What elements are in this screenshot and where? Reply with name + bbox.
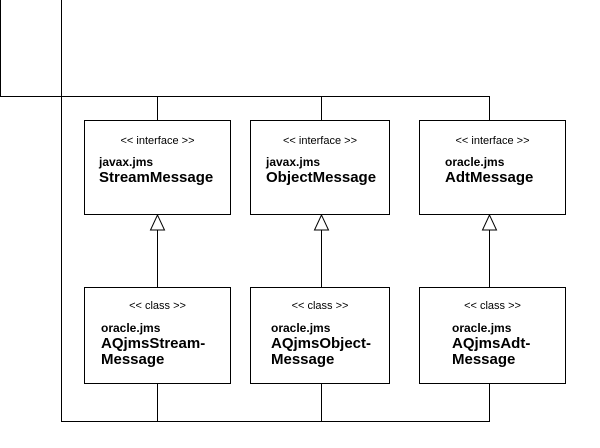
class-box-aqjms-object-message: << class >> oracle.jms AQjmsObject- Mess…	[250, 287, 390, 384]
stereotype-label: << interface >>	[283, 135, 357, 147]
interface-name: ObjectMessage	[266, 169, 377, 186]
class-name-line-2: Message	[271, 351, 335, 368]
impl-arrowhead-3	[481, 213, 498, 231]
class-name-line-2: Message	[101, 351, 165, 368]
stereotype-label: << interface >>	[455, 135, 530, 147]
interface-box-object-message: << interface >> javax.jms ObjectMessage	[250, 120, 390, 215]
interface-name: StreamMessage	[99, 169, 214, 186]
package-label: oracle.jms	[445, 155, 505, 169]
package-label: oracle.jms	[271, 321, 331, 335]
impl-arrowhead-2	[313, 213, 330, 231]
class-box-aqjms-stream-message: << class >> oracle.jms AQjmsStream- Mess…	[84, 287, 231, 384]
interface-box-stream-message: << interface >> javax.jms StreamMessage	[84, 120, 231, 215]
class-name-line-1: AQjmsStream-	[101, 335, 206, 352]
package-label: javax.jms	[266, 155, 321, 169]
interface-name: AdtMessage	[445, 169, 534, 186]
stereotype-label: << class >>	[129, 300, 186, 312]
package-label: javax.jms	[99, 155, 154, 169]
class-box-aqjms-adt-message: << class >> oracle.jms AQjmsAdt- Message	[419, 287, 566, 384]
package-label: oracle.jms	[101, 321, 161, 335]
impl-arrowhead-1	[149, 213, 166, 231]
stereotype-label: << interface >>	[120, 135, 195, 147]
class-name-line-1: AQjmsAdt-	[452, 335, 531, 352]
stereotype-label: << class >>	[464, 300, 521, 312]
package-label: oracle.jms	[452, 321, 512, 335]
class-name-line-2: Message	[452, 351, 516, 368]
class-name-line-1: AQjmsObject-	[271, 335, 372, 352]
interface-box-adt-message: << interface >> oracle.jms AdtMessage	[419, 120, 566, 215]
stereotype-label: << class >>	[291, 300, 349, 312]
